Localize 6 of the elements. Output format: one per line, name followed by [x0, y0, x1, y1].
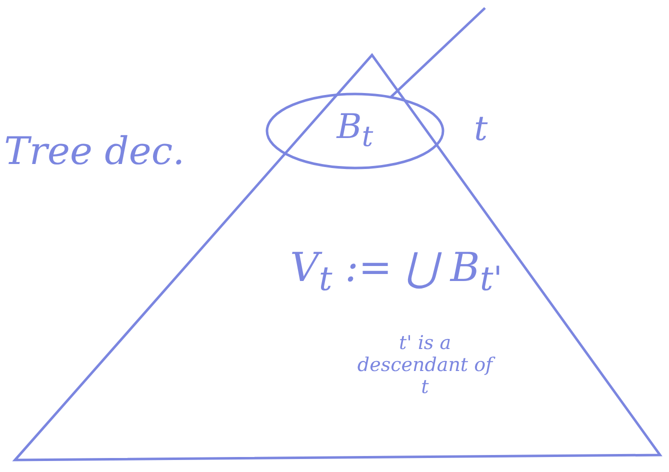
formula-subscript-text: t' is a descendant of t — [355, 333, 495, 399]
title-text: Tree dec. — [4, 130, 185, 174]
bag-label: B$_{t}$ — [335, 108, 374, 154]
node-label: t — [474, 110, 488, 150]
formula-text: V$_{t}$ := ⋃ B$_{t'}$ — [290, 245, 504, 298]
line — [390, 7, 486, 98]
